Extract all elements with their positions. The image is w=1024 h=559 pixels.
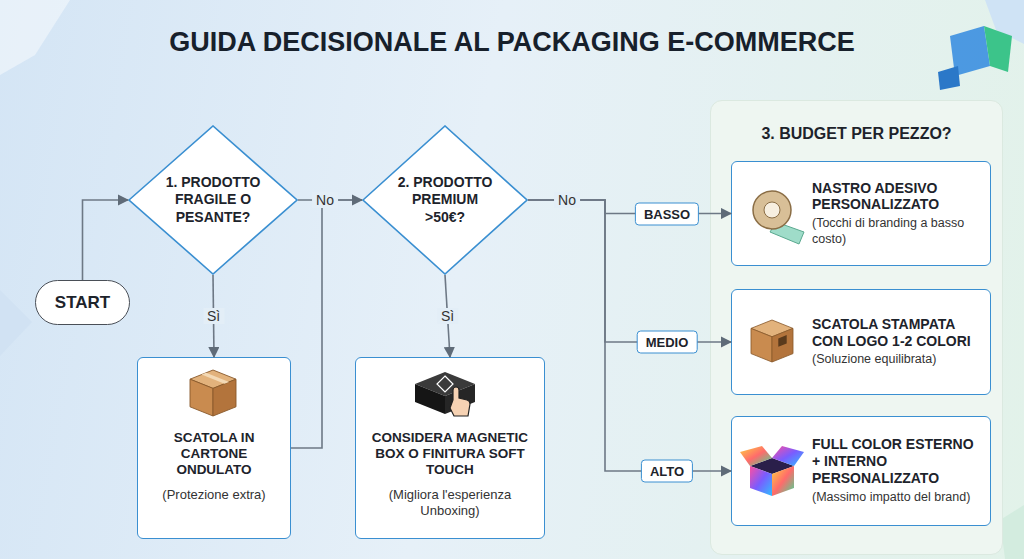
tape-roll-icon — [753, 191, 804, 244]
box-flap — [740, 446, 772, 466]
node-heading: 2. PRODOTTO PREMIUM >50€? — [391, 174, 499, 227]
node-body: (Soluzione equilibrata) — [812, 352, 982, 368]
connector-group — [83, 200, 732, 471]
text-wrap: 1. PRODOTTO FRAGILE O PESANTE? — [158, 174, 268, 227]
branch-label: Sì — [437, 308, 458, 324]
node-heading: SCATOLA IN CARTONE ONDULATO — [145, 430, 283, 479]
box-face — [213, 379, 236, 416]
diamond-shape — [129, 126, 297, 274]
box-tape — [202, 373, 230, 384]
node-body: (Tocchi di branding a basso costo) — [812, 216, 982, 247]
option-panel: 3. BUDGET PER PEZZO? NASTRO ADESIVO PERSO… — [710, 100, 1003, 555]
tape-strip — [770, 222, 804, 244]
flow-connector — [213, 275, 214, 357]
node-heading: START — [55, 293, 110, 313]
decision-diamond: 1. PRODOTTO FRAGILE O PESANTE? — [128, 125, 298, 275]
box-face — [751, 328, 772, 362]
diagram-title: GUIDA DECISIONALE AL PACKAGING E-COMMERC… — [0, 27, 1024, 58]
tape-roll — [753, 191, 791, 229]
decor-shape — [1000, 505, 1024, 559]
process-box: CONSIDERA MAGNETIC BOX O FINITURA SOFT T… — [355, 357, 545, 539]
option-box: FULL COLOR ESTERNO + INTERNO PERSONALIZZ… — [731, 416, 991, 526]
box-face — [772, 328, 793, 362]
node-heading: 3. BUDGET PER PEZZO? — [711, 125, 1002, 143]
box-face — [772, 466, 794, 496]
box-face — [190, 370, 236, 388]
flow-connector — [528, 200, 731, 342]
branch-label: No — [554, 192, 580, 208]
decor-shape — [0, 290, 32, 356]
text-wrap: SCATOLA IN CARTONE ONDULATO (Protezione e… — [145, 430, 283, 503]
decor-shape — [0, 0, 70, 75]
budget-label: BASSO — [635, 202, 699, 225]
start-terminal: START — [35, 280, 130, 325]
branch-label: No — [312, 192, 338, 208]
flow-connector — [83, 200, 129, 280]
box-face — [190, 379, 213, 416]
flow-connector — [298, 199, 362, 201]
node-body: (Protezione extra) — [145, 487, 283, 503]
box-emblem — [437, 376, 453, 392]
cardboard-box-icon — [190, 370, 236, 416]
option-box: NASTRO ADESIVO PERSONALIZZATO(Tocchi di … — [731, 161, 991, 266]
printed-box-icon — [751, 320, 793, 362]
full-color-box-icon — [740, 446, 804, 496]
node-heading: 1. PRODOTTO FRAGILE O PESANTE? — [158, 174, 268, 227]
decision-diamond: 2. PRODOTTO PREMIUM >50€? — [362, 125, 528, 275]
option-box: SCATOLA STAMPATA CON LOGO 1-2 COLORI (Sol… — [731, 289, 991, 395]
tape-core — [764, 202, 780, 218]
text-wrap: CONSIDERA MAGNETIC BOX O FINITURA SOFT T… — [363, 430, 537, 519]
flow-connector — [291, 200, 362, 448]
text-wrap: SCATOLA STAMPATA CON LOGO 1-2 COLORI (Sol… — [812, 316, 982, 368]
process-box: SCATOLA IN CARTONE ONDULATO (Protezione e… — [137, 357, 291, 539]
flow-connector — [528, 200, 731, 471]
box-face — [415, 384, 445, 414]
box-face — [415, 372, 475, 396]
budget-label: MEDIO — [637, 331, 698, 354]
box-face — [445, 384, 475, 414]
text-wrap: 2. PRODOTTO PREMIUM >50€? — [391, 174, 499, 227]
box-face — [751, 320, 793, 337]
node-heading: NASTRO ADESIVO PERSONALIZZATO — [812, 180, 982, 214]
magnetic-box-icon — [415, 372, 475, 416]
text-wrap: START — [55, 293, 110, 313]
text-wrap: FULL COLOR ESTERNO + INTERNO PERSONALIZZ… — [812, 436, 982, 505]
node-body: (Massimo impatto del brand) — [812, 490, 982, 506]
box-face — [750, 466, 772, 496]
decor-cube — [984, 26, 1012, 72]
node-heading: SCATOLA STAMPATA CON LOGO 1-2 COLORI — [812, 316, 982, 350]
text-wrap: NASTRO ADESIVO PERSONALIZZATO(Tocchi di … — [812, 180, 982, 248]
box-interior — [750, 458, 794, 474]
node-heading: FULL COLOR ESTERNO + INTERNO PERSONALIZZ… — [812, 436, 982, 486]
node-heading: CONSIDERA MAGNETIC BOX O FINITURA SOFT T… — [363, 430, 537, 479]
text-wrap: 3. BUDGET PER PEZZO? — [711, 125, 1002, 143]
budget-label: ALTO — [641, 460, 693, 483]
node-body: (Migliora l'esperienza Unboxing) — [363, 487, 537, 520]
decor-cube — [938, 66, 960, 90]
flow-connector — [445, 275, 450, 357]
box-logo — [778, 335, 786, 347]
hand-icon — [450, 387, 470, 416]
flow-connector — [528, 200, 731, 214]
branch-label: Sì — [203, 308, 224, 324]
diamond-shape — [363, 126, 527, 274]
box-flap — [772, 446, 804, 466]
